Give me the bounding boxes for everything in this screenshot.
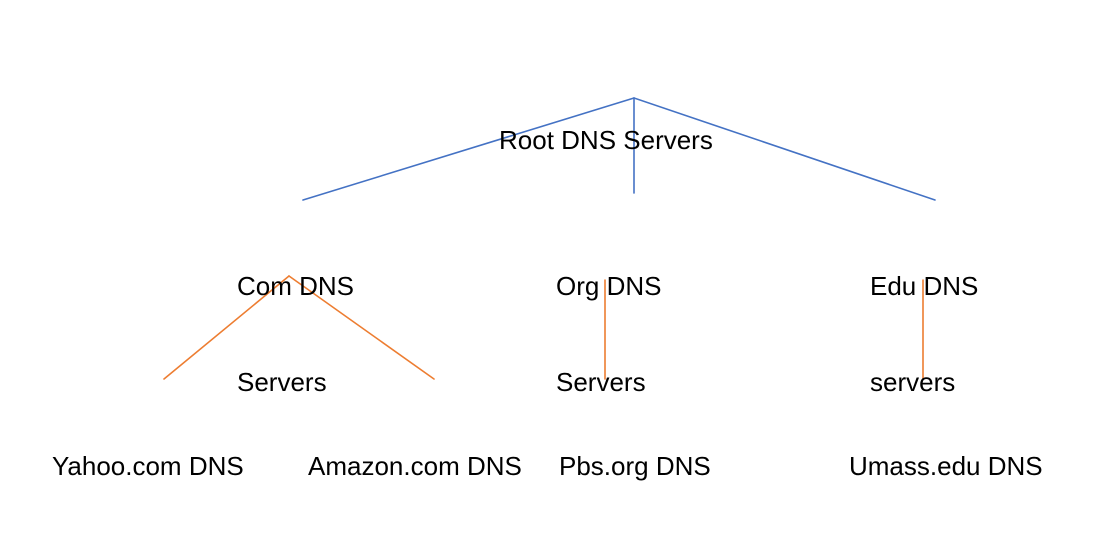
edge-root-to-edu: [633, 97, 936, 201]
node-edu-line1: Edu DNS: [870, 271, 979, 301]
node-org-line2: Servers: [556, 367, 646, 397]
node-org-line1: Org DNS: [556, 271, 662, 301]
node-edu-dns-servers: Edu DNS servers: [870, 206, 978, 462]
node-yahoo-line1: Yahoo.com DNS: [52, 451, 244, 481]
node-pbs-line1: Pbs.org DNS: [559, 451, 711, 481]
node-yahoo-dns-servers: Yahoo.com DNS Servers: [52, 386, 244, 538]
node-root-dns-servers: Root DNS Servers: [499, 60, 713, 220]
node-com-line2: Servers: [237, 367, 327, 397]
node-umass-dns-servers: Umass.edu DNS Servers: [849, 386, 1043, 538]
node-pbs-dns-servers: Pbs.org DNS Servers: [559, 386, 711, 538]
node-com-line1: Com DNS: [237, 271, 355, 301]
node-org-dns-servers: Org DNS Servers: [556, 206, 661, 462]
node-amazon-dns-servers: Amazon.com DNS Servers: [308, 386, 522, 538]
node-com-dns-servers: Com DNS Servers: [237, 206, 354, 462]
node-amazon-line1: Amazon.com DNS: [308, 451, 522, 481]
node-root-line1: Root DNS Servers: [499, 125, 713, 155]
edge-com-to-yahoo: [163, 275, 290, 380]
edge-com-to-amazon: [288, 275, 435, 380]
node-umass-line1: Umass.edu DNS: [849, 451, 1043, 481]
node-edu-line2: servers: [870, 367, 956, 397]
edge-root-to-com: [302, 97, 635, 201]
